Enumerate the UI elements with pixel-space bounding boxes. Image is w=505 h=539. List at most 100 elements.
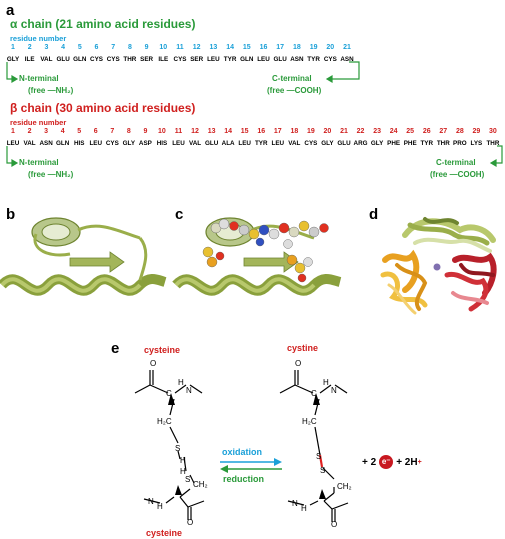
alpha-residue-20: CYS — [323, 56, 337, 63]
atom-h-top-left: H — [178, 378, 184, 387]
atom-h-bottom-left: H — [157, 502, 163, 511]
beta-number-1: 1 — [11, 128, 15, 135]
alpha-number-16: 16 — [259, 44, 268, 51]
atom-ch2-bottom-left: CH₂ — [193, 480, 208, 489]
beta-number-28: 28 — [455, 128, 464, 135]
atom-h2c-top-left: H₂C — [157, 417, 172, 426]
alpha-number-15: 15 — [242, 44, 251, 51]
atom-c-top-left: C — [166, 389, 172, 398]
alpha-c-terminal: C-terminal — [272, 74, 312, 83]
alpha-residue-4: GLU — [56, 56, 70, 63]
product-suffix: + 2H — [396, 456, 418, 468]
beta-residue-9: ASP — [138, 140, 152, 147]
beta-residue-1: LEU — [6, 140, 20, 147]
alpha-residue-number-label: residue number — [10, 34, 67, 43]
alpha-residue-1: GLY — [6, 56, 20, 63]
atom-n-bottom-left: N — [148, 497, 154, 506]
panel-d-letter: d — [369, 206, 379, 223]
beta-number-18: 18 — [290, 128, 299, 135]
beta-number-12: 12 — [191, 128, 199, 135]
terminal-arrows — [6, 61, 503, 168]
alpha-number-7: 7 — [111, 44, 116, 51]
beta-number-27: 27 — [439, 128, 448, 135]
atom-c-top-right: C — [311, 389, 317, 398]
alpha-greek: α — [10, 17, 18, 31]
alpha-residue-21: ASN — [340, 56, 354, 63]
alpha-number-4: 4 — [61, 44, 66, 51]
redox-products: + 2 e⁻ + 2H+ — [362, 455, 422, 469]
beta-residue-16: TYR — [254, 140, 268, 147]
beta-residue-6: LEU — [89, 140, 103, 147]
beta-residue-20: GLY — [321, 140, 334, 147]
beta-n-terminal: N-terminal — [19, 158, 59, 167]
alpha-number-2: 2 — [27, 44, 32, 51]
alpha-residue-18: ASN — [290, 56, 304, 63]
beta-residue-29: LYS — [470, 140, 483, 147]
beta-number-22: 22 — [356, 128, 365, 135]
alpha-n-terminal-group: (free —NH₂) — [28, 86, 74, 95]
alpha-number-8: 8 — [127, 44, 132, 51]
panel-b-ribbon — [0, 217, 167, 296]
alpha-c-terminal-group: (free —COOH) — [267, 86, 322, 95]
alpha-number-5: 5 — [77, 44, 82, 51]
alpha-number-12: 12 — [192, 44, 201, 51]
alpha-residue-8: THR — [123, 56, 137, 63]
beta-residue-5: HIS — [73, 140, 85, 147]
alpha-number-18: 18 — [292, 44, 301, 51]
atom-h-bottom-right: H — [301, 504, 307, 513]
beta-residue-10: HIS — [156, 140, 168, 147]
beta-number-3: 3 — [44, 128, 49, 135]
atom-h-top-right: H — [323, 378, 329, 387]
beta-residue-14: ALA — [221, 140, 235, 147]
beta-number-24: 24 — [389, 128, 398, 135]
beta-number-10: 10 — [158, 128, 166, 135]
alpha-title-text: chain (21 amino acid residues) — [20, 17, 196, 31]
alpha-number-9: 9 — [144, 44, 149, 51]
panel-b-letter: b — [6, 206, 16, 223]
panel-a-letter: a — [6, 2, 15, 19]
cysteine-bottom-label: cysteine — [146, 528, 183, 538]
beta-number-15: 15 — [240, 128, 249, 135]
alpha-residue-15: GLN — [240, 56, 254, 63]
atom-s-bottom-left: S — [185, 475, 191, 484]
beta-number-16: 16 — [257, 128, 266, 135]
alpha-residue-19: TYR — [307, 56, 320, 63]
alpha-residue-3: VAL — [40, 56, 53, 63]
cysteine-top-label: cysteine — [144, 345, 181, 355]
beta-residue-21: GLU — [337, 140, 351, 147]
panel-c-letter: c — [175, 206, 184, 223]
beta-number-25: 25 — [406, 128, 415, 135]
beta-number-21: 21 — [340, 128, 348, 135]
beta-residue-4: GLN — [55, 140, 70, 147]
zinc-ion — [433, 263, 441, 271]
beta-residue-2: VAL — [23, 140, 36, 147]
alpha-number-20: 20 — [326, 44, 335, 51]
alpha-residue-9: SER — [140, 56, 154, 63]
beta-residue-18: VAL — [288, 140, 301, 147]
beta-n-terminal-group: (free —NH₂) — [28, 170, 74, 179]
beta-residue-11: LEU — [172, 140, 185, 147]
panel-e-letter: e — [111, 340, 120, 357]
beta-number-20: 20 — [323, 128, 332, 135]
beta-residue-17: LEU — [271, 140, 285, 147]
alpha-residue-14: TYR — [223, 56, 237, 63]
beta-residue-3: ASN — [39, 140, 53, 147]
atom-h-sh-bottom: H — [180, 467, 186, 476]
alpha-residue-11: CYS — [173, 56, 187, 63]
proton-charge: + — [417, 458, 422, 466]
beta-c-terminal-arrow — [494, 145, 503, 164]
atom-o-bottom-left: O — [187, 518, 194, 527]
beta-number-5: 5 — [77, 128, 82, 135]
reduction-label: reduction — [223, 474, 265, 484]
beta-residue-24: PHE — [387, 140, 401, 147]
beta-number-7: 7 — [110, 128, 115, 135]
alpha-chain-title: α chain (21 amino acid residues) — [10, 17, 195, 31]
beta-number-13: 13 — [207, 128, 216, 135]
beta-number-2: 2 — [27, 128, 32, 135]
alpha-number-14: 14 — [226, 44, 234, 51]
disulfide-bond — [318, 454, 324, 468]
